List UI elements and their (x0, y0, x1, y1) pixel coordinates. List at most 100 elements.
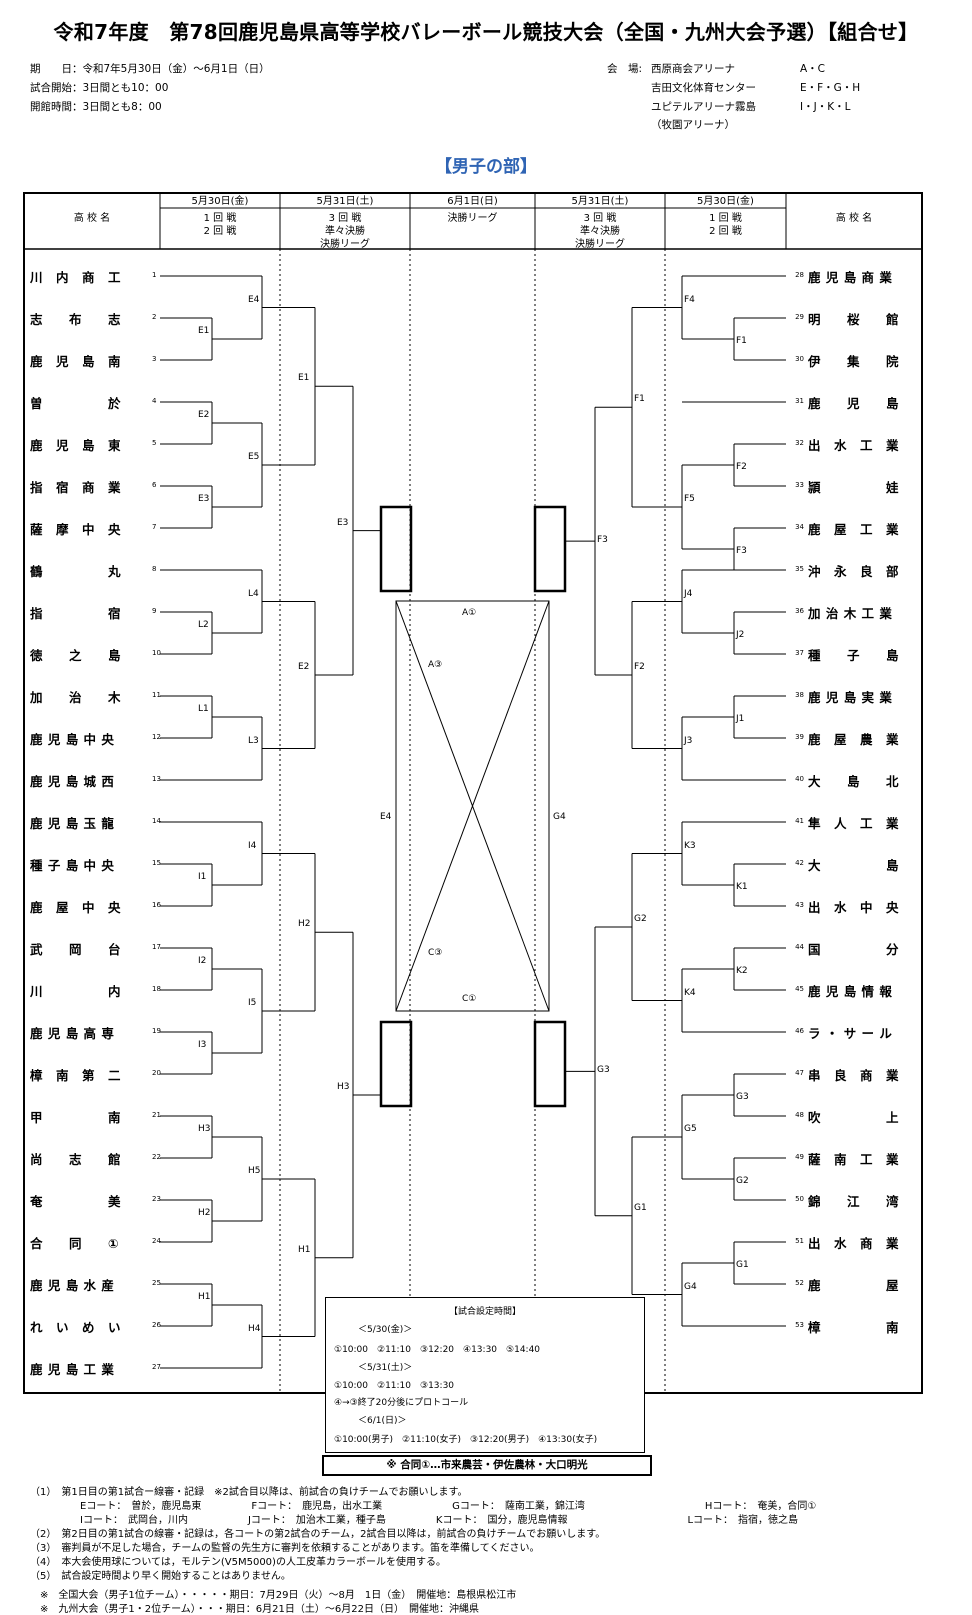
match-label: F3 (597, 535, 608, 546)
seed-number: 41 (795, 817, 804, 825)
team-name: 奄 美 (30, 1194, 122, 1209)
team-name: 種 子 島 中 央 (30, 858, 115, 873)
open-time-info: 開館時間：3日間とも8：00 (30, 101, 162, 113)
match-label: G3 (597, 1065, 610, 1076)
header-school-left: 高 校 名 (73, 213, 111, 224)
seed-number: 5 (152, 439, 157, 447)
venue-courts: A・C (800, 63, 826, 75)
date-info: 期 日：令和7年5月30日（金）～6月1日（日） (30, 63, 270, 75)
team-name: 鹿 児 島 商 業 (808, 270, 893, 285)
seed-number: 28 (795, 271, 804, 279)
match-label: I1 (198, 872, 207, 882)
footnote: Eコート： 曽於，鹿児島東 Fコート： 鹿児島，出水工業 Gコート： 薩南工業，… (30, 1501, 817, 1512)
match-label: E1 (298, 373, 310, 384)
match-label: E4 (248, 294, 260, 305)
team-name: 頴 娃 (808, 480, 900, 495)
team-name: ラ ・ サ ー ル (808, 1026, 893, 1041)
match-label: H4 (248, 1323, 261, 1334)
seed-number: 32 (795, 439, 804, 447)
schedule-title: 【試合設定時間】 (448, 1307, 521, 1317)
team-name: 出 水 中 央 (808, 900, 900, 915)
schedule-line: ①10:00 ②11:10 ③13:30 (334, 1381, 455, 1391)
seed-number: 25 (152, 1279, 161, 1287)
schedule-box: 【試合設定時間】 ＜5/30(金)＞ ①10:00 ②11:10 ③12:20 … (325, 1297, 645, 1453)
seed-number: 13 (152, 775, 161, 783)
match-label: J1 (736, 714, 745, 724)
seed-number: 38 (795, 691, 804, 699)
match-label: F1 (634, 394, 645, 405)
league-match-label: A③ (428, 660, 443, 670)
seed-number: 42 (795, 859, 804, 867)
seed-number: 7 (152, 523, 157, 531)
team-name: 鹿 屋 中 央 (30, 900, 122, 915)
footnote: ※ 九州大会（男子1・2位チーム）・・・期日：6月21日（土）～6月22日（日）… (30, 1604, 479, 1615)
schedule-line: ＜5/31(土)＞ (358, 1363, 413, 1373)
match-label: F1 (736, 336, 747, 346)
seed-number: 18 (152, 985, 161, 993)
seed-number: 11 (152, 691, 161, 699)
footnote: ※ 全国大会（男子1位チーム）・・・・・期日：7月29日（火）～8月 1日（金）… (30, 1590, 517, 1601)
team-name: 鹿 屋 (808, 1278, 900, 1293)
footnote: （4） 本大会使用球については，モルテン(V5M5000)の人工皮革カラーボール… (30, 1557, 446, 1568)
seed-number: 4 (152, 397, 157, 405)
team-name: 樟 南 (808, 1320, 900, 1335)
team-name: 指 宿 商 業 (30, 480, 122, 495)
seed-number: 48 (795, 1111, 804, 1119)
match-label: L4 (248, 588, 259, 599)
page-title: 令和7年度 第78回鹿児島県高等学校バレーボール競技大会（全国・九州大会予選）【… (53, 20, 919, 44)
team-name: 鶴 丸 (30, 564, 122, 579)
league-match-label: C③ (428, 948, 443, 958)
match-label: K4 (684, 987, 696, 998)
league-match-label: G4 (553, 812, 566, 822)
header-date: 5月30日(金) (697, 196, 754, 207)
seed-number: 26 (152, 1321, 161, 1329)
seed-number: 33 (795, 481, 804, 489)
final-slot-box (379, 1020, 413, 1108)
header-date: 5月31日(土) (571, 196, 629, 207)
team-name: 伊 集 院 (808, 354, 900, 369)
seed-number: 53 (795, 1321, 804, 1329)
final-league-box (395, 600, 550, 1012)
team-name: 種 子 島 (808, 648, 900, 663)
team-name: 吹 上 (808, 1110, 900, 1125)
seed-number: 31 (795, 397, 804, 405)
match-label: G2 (634, 914, 647, 924)
footnote: （2） 第2日目の第1試合の線審・記録は，各コートの第2試合のチーム，2試合目以… (30, 1529, 606, 1540)
team-name: 鹿 児 島 城 西 (30, 774, 115, 789)
seed-number: 23 (152, 1195, 161, 1203)
header-rounds: 1 回 戦 2 回 戦 (709, 213, 742, 237)
team-name: 尚 志 館 (30, 1152, 122, 1167)
seed-number: 30 (795, 355, 804, 363)
match-label: I2 (198, 956, 207, 966)
venue-courts: E・F・G・H (800, 82, 861, 94)
match-label: G1 (634, 1202, 647, 1213)
league-match-label: C① (462, 994, 477, 1004)
seed-number: 10 (152, 649, 161, 657)
team-name: 鹿 児 島 中 央 (30, 732, 115, 747)
seed-number: 2 (152, 313, 157, 321)
match-label: E3 (337, 517, 349, 528)
match-label: E5 (248, 452, 260, 462)
team-name: 鹿 児 島 南 (30, 354, 122, 369)
joint-team-note: ※ 合同①…市来農芸・伊佐農林・大口明光 (322, 1455, 652, 1476)
league-match-label: A① (462, 608, 477, 618)
seed-number: 16 (152, 901, 161, 909)
header-school-right: 高 校 名 (835, 213, 873, 224)
match-label: J4 (684, 588, 693, 599)
seed-number: 12 (152, 733, 161, 741)
team-name: 鹿 屋 農 業 (808, 732, 900, 747)
seed-number: 17 (152, 943, 161, 951)
team-name: 樟 南 第 二 (30, 1068, 122, 1083)
team-name: 鹿 屋 工 業 (808, 522, 900, 537)
match-label: G3 (736, 1092, 749, 1102)
section-title: 【男子の部】 (435, 157, 537, 177)
seed-number: 6 (152, 481, 157, 489)
team-name: 鹿 児 島 玉 龍 (30, 816, 115, 831)
header-date: 5月30日(金) (191, 196, 249, 207)
schedule-line: ①10:00 ②11:10 ③12:20 ④13:30 ⑤14:40 (334, 1345, 541, 1355)
match-label: K1 (736, 882, 748, 892)
venue-name: ユピテルアリーナ霧島 (651, 101, 756, 113)
seed-number: 14 (152, 817, 161, 825)
schedule-line: ④→③終了20分後にプロトコール (334, 1398, 469, 1408)
team-name: 沖 永 良 部 (808, 564, 900, 579)
